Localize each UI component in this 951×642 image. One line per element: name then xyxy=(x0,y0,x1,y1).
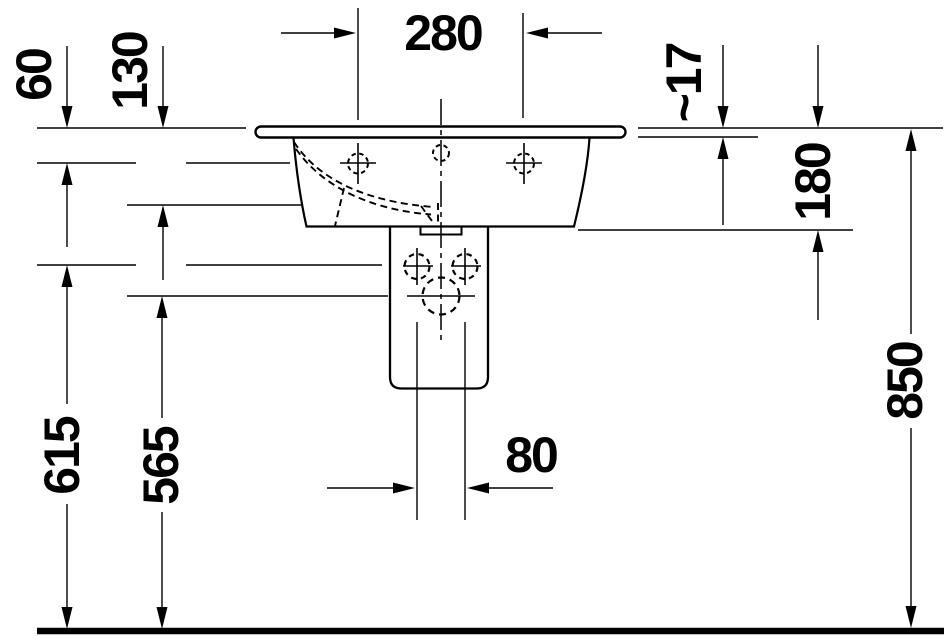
dimension-17 xyxy=(717,45,729,225)
dimension-130 xyxy=(157,46,169,280)
dimension-80 xyxy=(327,482,553,494)
fixing-hole-left xyxy=(403,248,433,285)
bowl-hidden-edge xyxy=(334,187,345,227)
dimension-180 xyxy=(812,45,824,320)
label-180: 180 xyxy=(785,143,841,221)
outlet-hidden-left xyxy=(420,205,433,222)
label-850: 850 xyxy=(877,342,933,420)
dimension-565 xyxy=(156,296,168,629)
reference-lines xyxy=(37,8,943,520)
label-280: 280 xyxy=(404,5,482,61)
dimension-60 xyxy=(61,46,73,247)
dimension-labels: 280 60 130 ~17 180 850 615 565 80 xyxy=(6,5,933,505)
siphon-cover xyxy=(388,227,490,390)
label-565: 565 xyxy=(133,426,189,505)
label-130: 130 xyxy=(102,32,158,110)
tap-hole-right xyxy=(506,143,542,184)
dimension-850 xyxy=(905,129,917,628)
label-80: 80 xyxy=(505,427,557,483)
bowl-inner-curve-2 xyxy=(295,148,432,216)
hidden-bowl-lines xyxy=(293,141,439,227)
bowl-inner-curve-1 xyxy=(293,141,434,208)
label-615: 615 xyxy=(34,416,90,495)
label-17: ~17 xyxy=(656,43,712,122)
fixing-hole-right xyxy=(451,248,481,285)
dimension-lines xyxy=(61,27,917,629)
dimension-615 xyxy=(61,265,73,629)
label-60: 60 xyxy=(6,49,62,101)
tap-hole-left xyxy=(340,143,376,184)
dimension-280 xyxy=(281,27,602,39)
